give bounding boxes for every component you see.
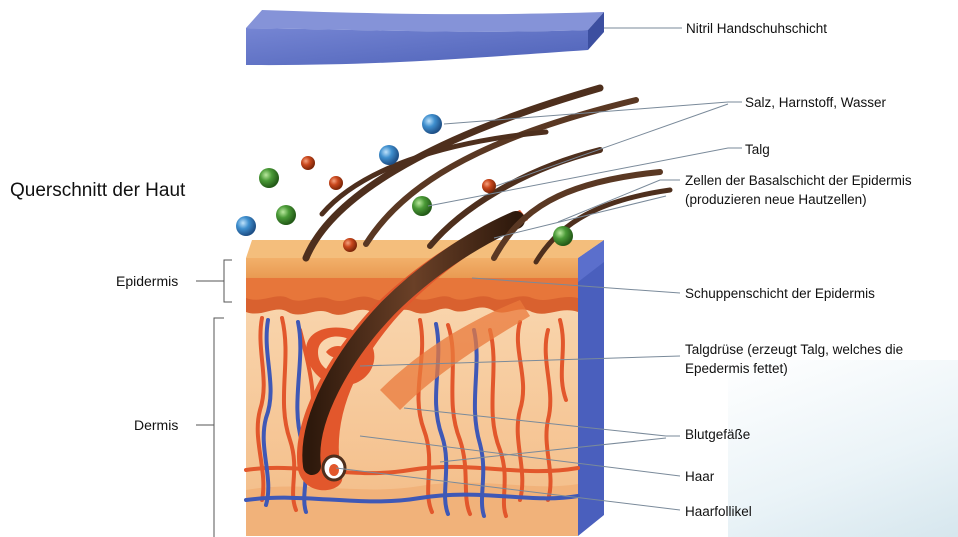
label-glove-layer: Nitril Handschuhschicht [686,20,827,37]
nitrile-glove-layer [246,10,604,65]
water-particle [236,216,256,236]
label-hair: Haar [685,468,714,485]
label-hair-follicle: Haarfollikel [685,503,752,520]
region-label-epidermis: Epidermis [116,273,178,289]
label-stratum-corneum: Schuppenschicht der Epidermis [685,285,875,302]
region-brackets [196,260,232,537]
sebum-particle [259,168,279,188]
salt-particle [343,238,357,252]
sebum-particle [553,226,573,246]
label-sebaceous-gland-line1: Talgdrüse (erzeugt Talg, welches die [685,341,903,358]
sebum-particle [276,205,296,225]
label-basal-cells-line2: (produzieren neue Hautzellen) [685,191,867,208]
salt-particle [482,179,496,193]
label-sebum: Talg [745,141,770,158]
water-particle [422,114,442,134]
label-basal-cells-line1: Zellen der Basalschicht der Epidermis [685,172,912,189]
water-particle [379,145,399,165]
salt-particle [329,176,343,190]
salt-particle [301,156,315,170]
region-label-dermis: Dermis [134,417,178,433]
label-blood-vessels: Blutgefäße [685,426,750,443]
label-salt-urea-water: Salz, Harnstoff, Wasser [745,94,886,111]
page-title: Querschnitt der Haut [10,180,185,202]
label-sebaceous-gland-line2: Epedermis fettet) [685,360,788,377]
